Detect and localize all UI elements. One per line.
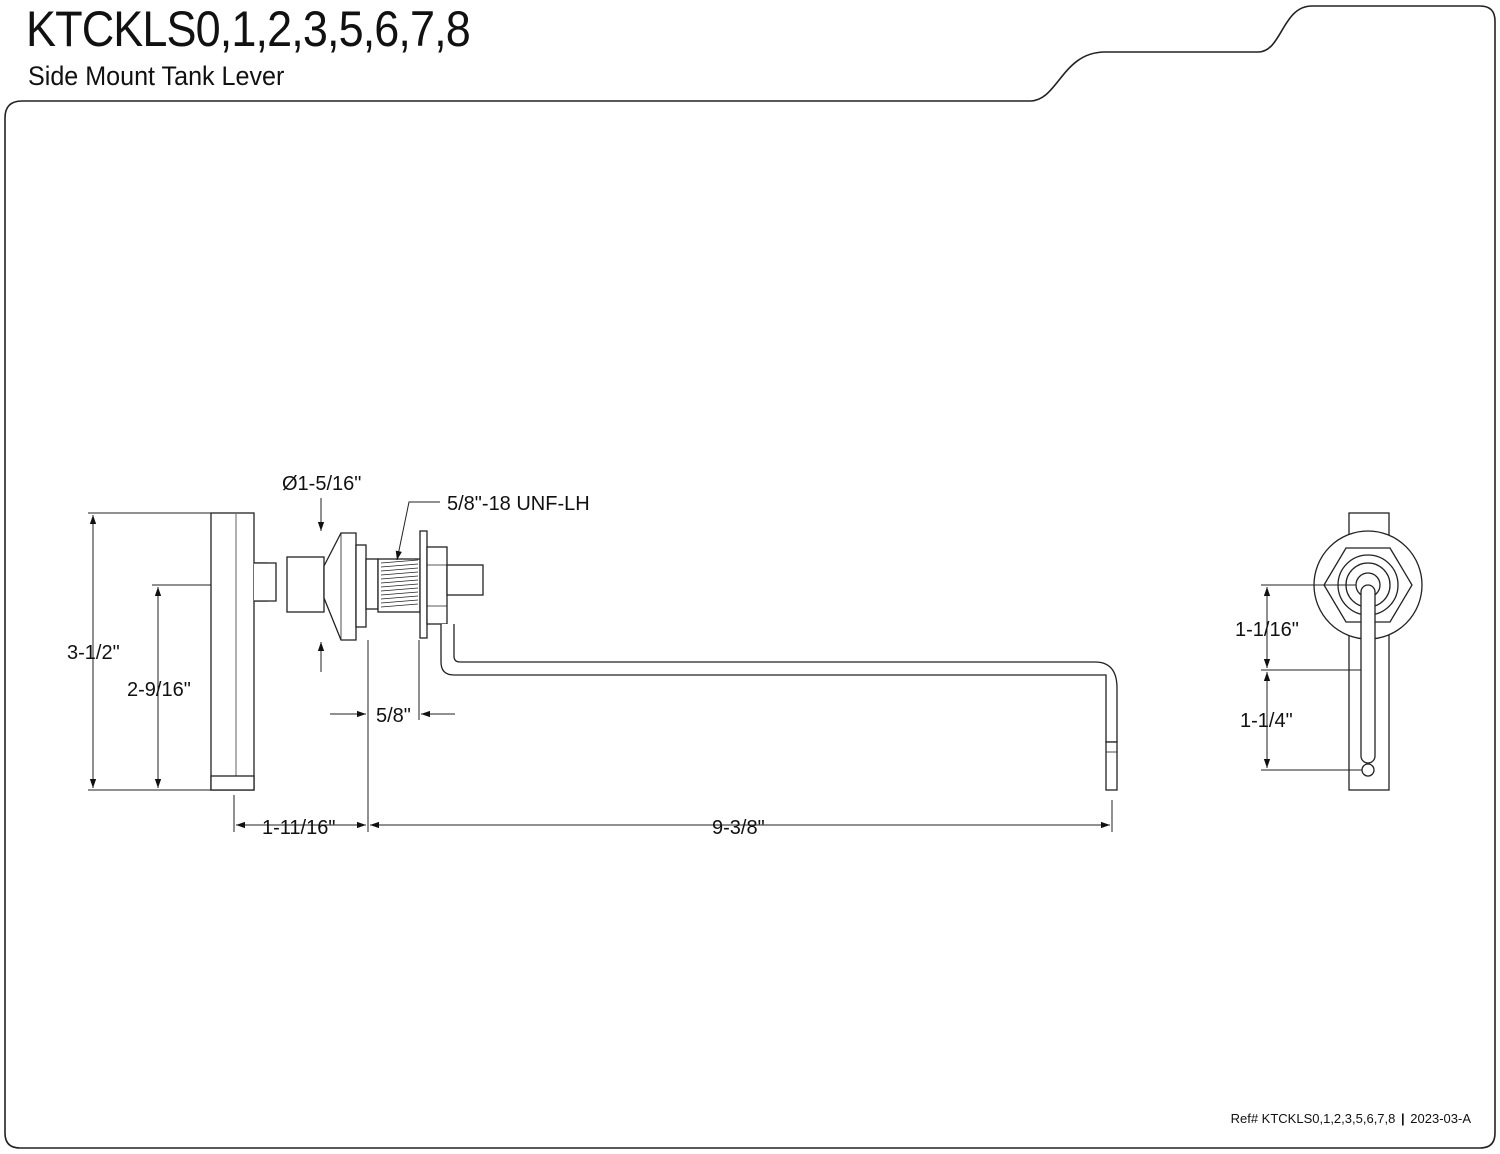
mounting-nut [426, 546, 448, 625]
thread-leader [395, 501, 440, 561]
dim-arm-length: 9-3/8" [712, 817, 765, 839]
dim-side-lower: 1-1/4" [1240, 710, 1293, 732]
collar [286, 556, 325, 613]
page-subtitle: Side Mount Tank Lever [28, 61, 285, 91]
side-view-dimensions: 1-1/16" 1-1/4" [1235, 584, 1362, 771]
thread-lines [380, 559, 419, 608]
spindle-end [446, 564, 484, 596]
dim-thread-length: 5/8" [376, 705, 411, 727]
footer-reference: Ref# KTCKLS0,1,2,3,5,6,7,8 | 2023-03-A [1231, 1111, 1471, 1126]
washer [419, 530, 428, 639]
side-arm-hole [1361, 763, 1375, 777]
side-lever-arm [1360, 584, 1376, 764]
dim-flange-diameter: Ø1-5/16" [282, 473, 361, 495]
threaded-shank [365, 558, 379, 610]
arm-tip [1105, 741, 1118, 791]
handle-cap [210, 775, 255, 791]
footer-ref: Ref# KTCKLS0,1,2,3,5,6,7,8 [1230, 1111, 1396, 1126]
footer-revision: 2023-03-A [1410, 1111, 1471, 1126]
dim-handle-height: 3-1/2" [67, 642, 120, 664]
footer-separator: | [1401, 1111, 1405, 1126]
dim-handle-to-mount: 1-11/16" [262, 817, 335, 839]
drawing-frame [4, 5, 1496, 1149]
page-title: KTCKLS0,1,2,3,5,6,7,8 [26, 1, 471, 57]
flange [323, 532, 357, 641]
handle-bar [210, 512, 255, 791]
dim-thread-spec: 5/8"-18 UNF-LH [447, 493, 590, 515]
front-view-dimensions: Ø1-5/16" 5/8"-18 UNF-LH 3-1/2" 2-9/16" 5… [67, 473, 1113, 839]
dim-side-upper: 1-1/16" [1235, 619, 1299, 641]
dim-handle-offset-height: 2-9/16" [127, 679, 191, 701]
side-view [1313, 512, 1423, 791]
front-view [210, 512, 1118, 791]
lever-arm [440, 624, 1118, 743]
